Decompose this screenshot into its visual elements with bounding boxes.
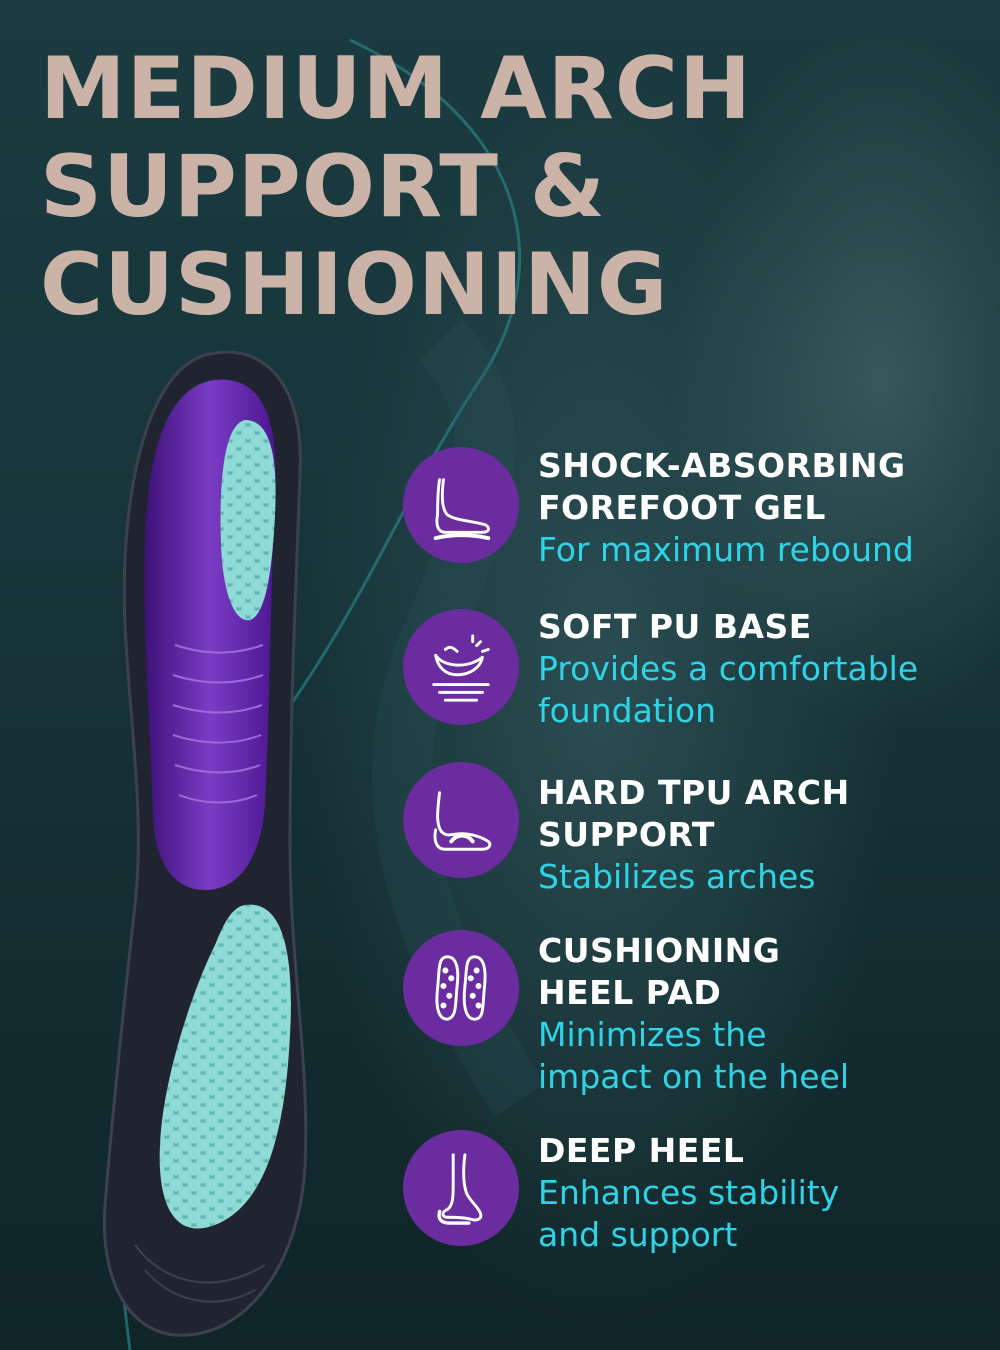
feature-title-line: SUPPORT [538,815,715,854]
feature-title-line: FOREFOOT GEL [538,488,826,527]
feature-description-line: Minimizes the [538,1015,767,1054]
feature-title-line: HARD TPU ARCH [538,773,850,812]
soft-base-icon [403,609,519,725]
feature-text: CUSHIONING HEEL PAD Minimizes the impact… [538,930,988,1098]
feature-description-line: Stabilizes arches [538,857,816,896]
feature-text: HARD TPU ARCH SUPPORT Stabilizes arches [538,772,988,898]
feature-text: SHOCK-ABSORBING FOREFOOT GEL For maximum… [538,445,988,571]
deep-heel-icon [403,1130,519,1246]
arch-support-icon [403,762,519,878]
feature-description-line: foundation [538,691,717,730]
headline-line-1: MEDIUM ARCH [40,39,752,139]
feature-text: DEEP HEEL Enhances stability and support [538,1130,988,1256]
feature-title-line: SHOCK-ABSORBING [538,446,906,485]
feature-description-line: Provides a comfortable [538,649,919,688]
headline-line-3: CUSHIONING [40,235,669,335]
headline-line-2: SUPPORT & [40,137,606,237]
feature-title-line: DEEP HEEL [538,1131,745,1170]
forefoot-gel-icon [403,447,519,563]
feature-title-line: SOFT PU BASE [538,607,812,646]
heel-pad-icon [403,930,519,1046]
feature-description-line: For maximum rebound [538,530,914,569]
feature-description-line: impact on the heel [538,1057,849,1096]
feature-title-line: HEEL PAD [538,973,722,1012]
insole-image [102,350,308,1337]
headline: MEDIUM ARCH SUPPORT & CUSHIONING [40,40,980,334]
feature-description-line: and support [538,1215,738,1254]
feature-title-line: CUSHIONING [538,931,781,970]
feature-description-line: Enhances stability [538,1173,840,1212]
feature-text: SOFT PU BASE Provides a comfortable foun… [538,606,988,732]
